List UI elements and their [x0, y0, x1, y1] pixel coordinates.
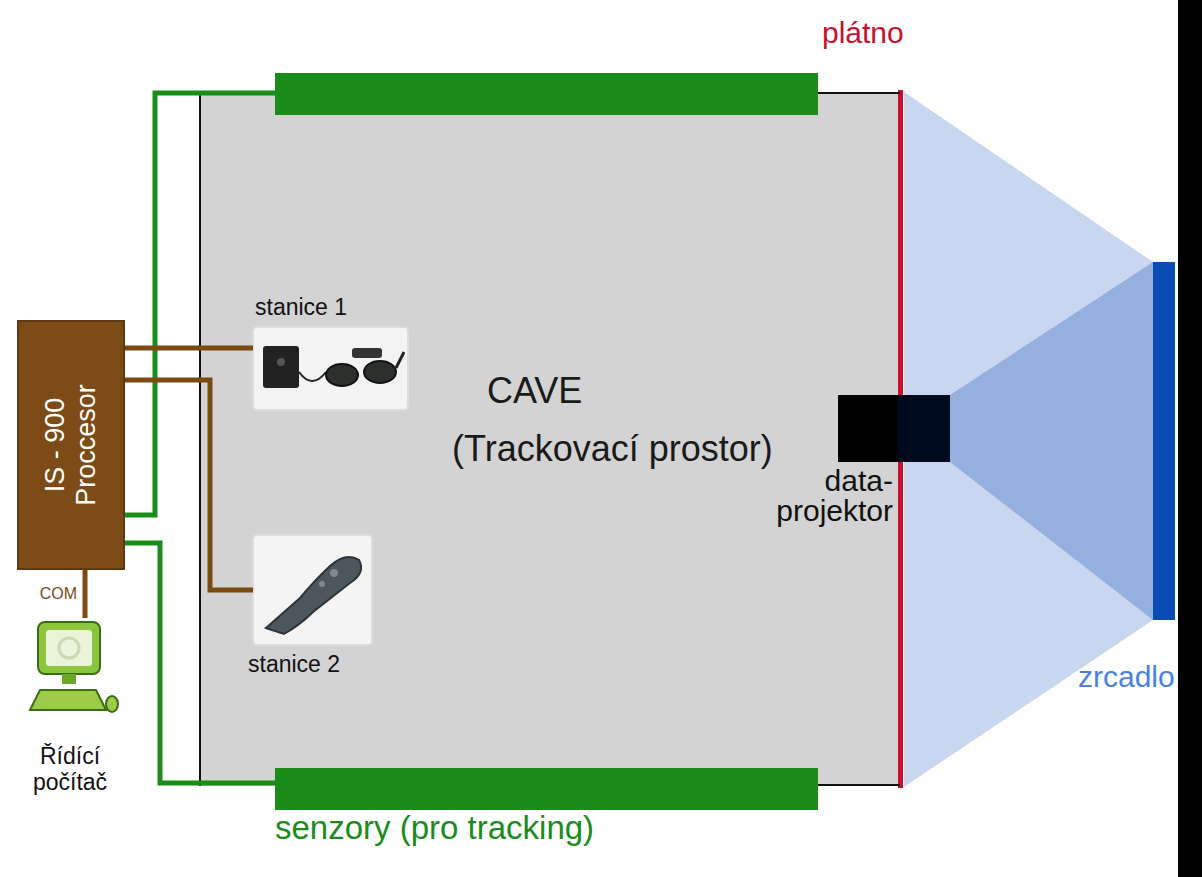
glasses-tracker: [352, 348, 382, 358]
photo-frame: [253, 535, 372, 645]
station-cable: [125, 380, 253, 590]
sensor-label: senzory (pro tracking): [275, 810, 594, 846]
cave-border: [818, 784, 900, 786]
projector-beam: [950, 262, 1153, 620]
projector: [838, 395, 898, 462]
sensor-bar: [275, 73, 818, 115]
monitor-screen: [46, 630, 92, 666]
monitor: [38, 622, 100, 674]
photo-frame: [253, 327, 408, 410]
wand-button: [330, 569, 338, 577]
wall: [1178, 0, 1202, 877]
cave-border: [818, 92, 900, 94]
sensor-bar: [275, 768, 818, 810]
mirror: [1153, 262, 1175, 620]
control-computer: Řídící počítač: [15, 618, 125, 795]
cave-border: [199, 92, 201, 786]
screen-label: plátno: [822, 16, 904, 49]
sensor-device: [263, 346, 299, 388]
mouse: [106, 696, 118, 712]
tracking-area: [200, 92, 900, 786]
station-cable: [83, 570, 88, 618]
rotated-text: IS - 900Proccesor: [19, 322, 123, 568]
mirror-label: zrcadlo: [1078, 660, 1175, 693]
station-label: stanice 1: [255, 294, 347, 321]
wand-button: [319, 581, 325, 587]
keyboard: [30, 690, 106, 710]
glasses-arm: [396, 352, 404, 368]
screen-logo: [59, 638, 79, 658]
port-label: COM: [40, 585, 77, 603]
tracking-station: stanice 1: [253, 327, 408, 410]
computer-label: Řídící počítač: [15, 744, 125, 795]
wand: [266, 557, 361, 634]
tracking-space: CAVE (Trackovací prostor) stanice 1 stanice…: [200, 92, 900, 786]
processor-box: IS - 900Proccesor: [17, 320, 125, 570]
glasses-lens: [364, 361, 396, 383]
projector: [898, 395, 950, 462]
device-button: [277, 358, 285, 366]
tracking-station: stanice 2: [253, 535, 372, 645]
processor-name: Proccesor: [71, 384, 102, 506]
space-subtitle: (Trackovací prostor): [452, 428, 773, 470]
cable: [299, 372, 326, 381]
processor-name: IS - 900: [40, 398, 71, 493]
station-cable: [125, 346, 253, 351]
projector-label: data- projektor: [733, 466, 893, 526]
station-photo: [253, 327, 408, 410]
space-title: CAVE: [487, 370, 582, 412]
computer-icon: [30, 622, 118, 712]
station-photo: [253, 535, 372, 645]
sensor-wire: [125, 93, 275, 515]
glasses-lens: [326, 364, 358, 386]
monitor-stand: [62, 674, 76, 684]
station-label: stanice 2: [248, 651, 340, 678]
